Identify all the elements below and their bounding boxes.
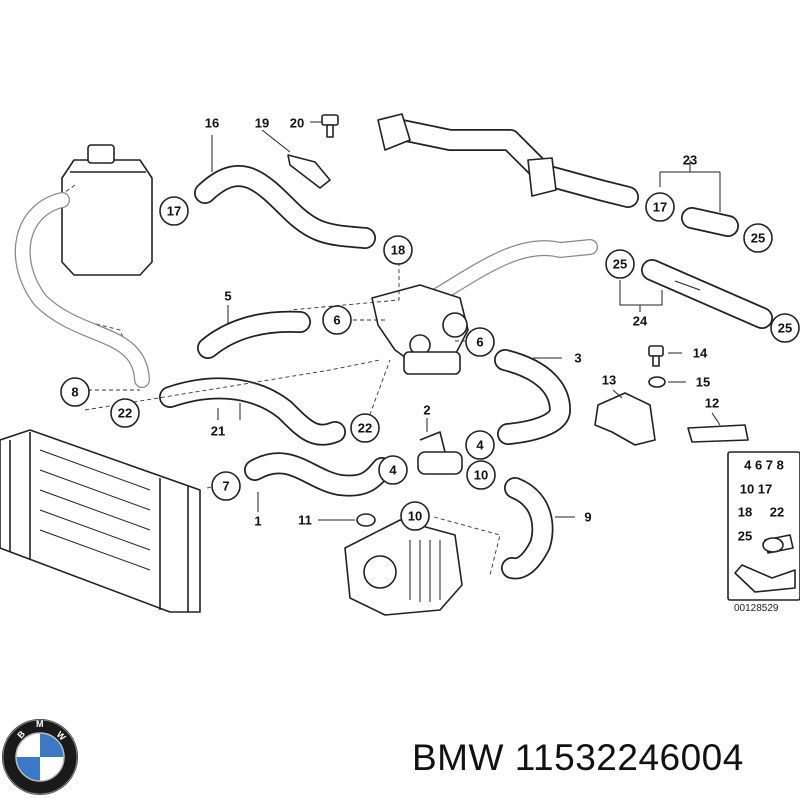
callout-6b: 6	[476, 335, 483, 350]
callout-25c: 25	[778, 321, 792, 336]
hose-24	[641, 259, 773, 329]
callout-1: 1	[254, 514, 261, 529]
hose-18	[422, 239, 598, 308]
callout-22a: 22	[118, 406, 132, 421]
washer-15	[648, 376, 666, 388]
bolt-14	[648, 345, 664, 367]
drawing-number: 00128529	[734, 603, 779, 614]
o-ring-11	[356, 513, 376, 527]
hose-9	[501, 477, 554, 580]
callout-20: 20	[290, 116, 304, 131]
callout-5: 5	[224, 289, 231, 304]
callout-circles	[60, 192, 800, 531]
callout-21: 21	[211, 424, 225, 439]
legend-row-2: 10 17	[740, 482, 773, 497]
callout-19: 19	[255, 116, 269, 131]
svg-text:M: M	[36, 719, 44, 729]
clamp-19	[287, 154, 331, 189]
radiator	[0, 429, 201, 613]
legend-row-3a: 18	[738, 505, 752, 520]
hose-23	[681, 207, 739, 237]
hose-21	[159, 377, 346, 446]
callout-17a: 17	[167, 204, 181, 219]
callout-18: 18	[391, 243, 405, 258]
callout-labels: 1 2 3 4 4 5 6 6 7 8 9 10 10 11 12 13 14 …	[71, 116, 792, 529]
callout-8: 8	[71, 385, 78, 400]
callout-22b: 22	[358, 421, 372, 436]
callout-6a: 6	[333, 313, 340, 328]
callout-25b: 25	[751, 231, 765, 246]
hose-1	[244, 452, 393, 497]
legend-labels: 4 6 7 8 10 17 18 22 25	[738, 458, 784, 544]
callout-4b: 4	[389, 463, 397, 478]
bolt-20	[321, 114, 339, 138]
thermostat-housing	[371, 284, 469, 375]
hose-3	[494, 349, 571, 445]
pipe-top	[377, 113, 639, 208]
brand-name: BMW	[412, 737, 504, 778]
bmw-logo: B M W	[2, 719, 78, 795]
callout-12: 12	[705, 396, 719, 411]
water-pump	[344, 519, 463, 616]
bracket-12	[687, 424, 749, 443]
leader-lines	[84, 121, 721, 576]
callout-10a: 10	[474, 468, 488, 483]
callout-10b: 10	[408, 509, 422, 524]
callout-23: 23	[683, 153, 697, 168]
legend-box	[727, 451, 800, 601]
callout-13: 13	[602, 373, 616, 388]
callout-17b: 17	[653, 200, 667, 215]
callout-9: 9	[584, 510, 591, 525]
hose-5	[197, 310, 311, 359]
callout-11: 11	[298, 513, 312, 528]
callout-3: 3	[574, 351, 581, 366]
hose-16	[194, 165, 376, 249]
callout-2: 2	[423, 403, 430, 418]
callout-4a: 4	[476, 438, 484, 453]
bracket-13	[594, 392, 656, 446]
connector-2	[417, 431, 463, 475]
expansion-tank	[14, 144, 153, 388]
callout-25a: 25	[613, 257, 627, 272]
brand-part-number: BMW 11532246004	[412, 737, 744, 779]
legend-row-1: 4 6 7 8	[744, 458, 784, 473]
legend-row-3b: 22	[770, 505, 784, 520]
callout-15: 15	[696, 375, 710, 390]
legend-row-4: 25	[738, 529, 752, 544]
callout-14: 14	[693, 346, 708, 361]
part-number: 11532246004	[514, 737, 744, 778]
callout-24: 24	[633, 314, 648, 329]
callout-16: 16	[205, 116, 219, 131]
callout-7: 7	[222, 479, 229, 494]
